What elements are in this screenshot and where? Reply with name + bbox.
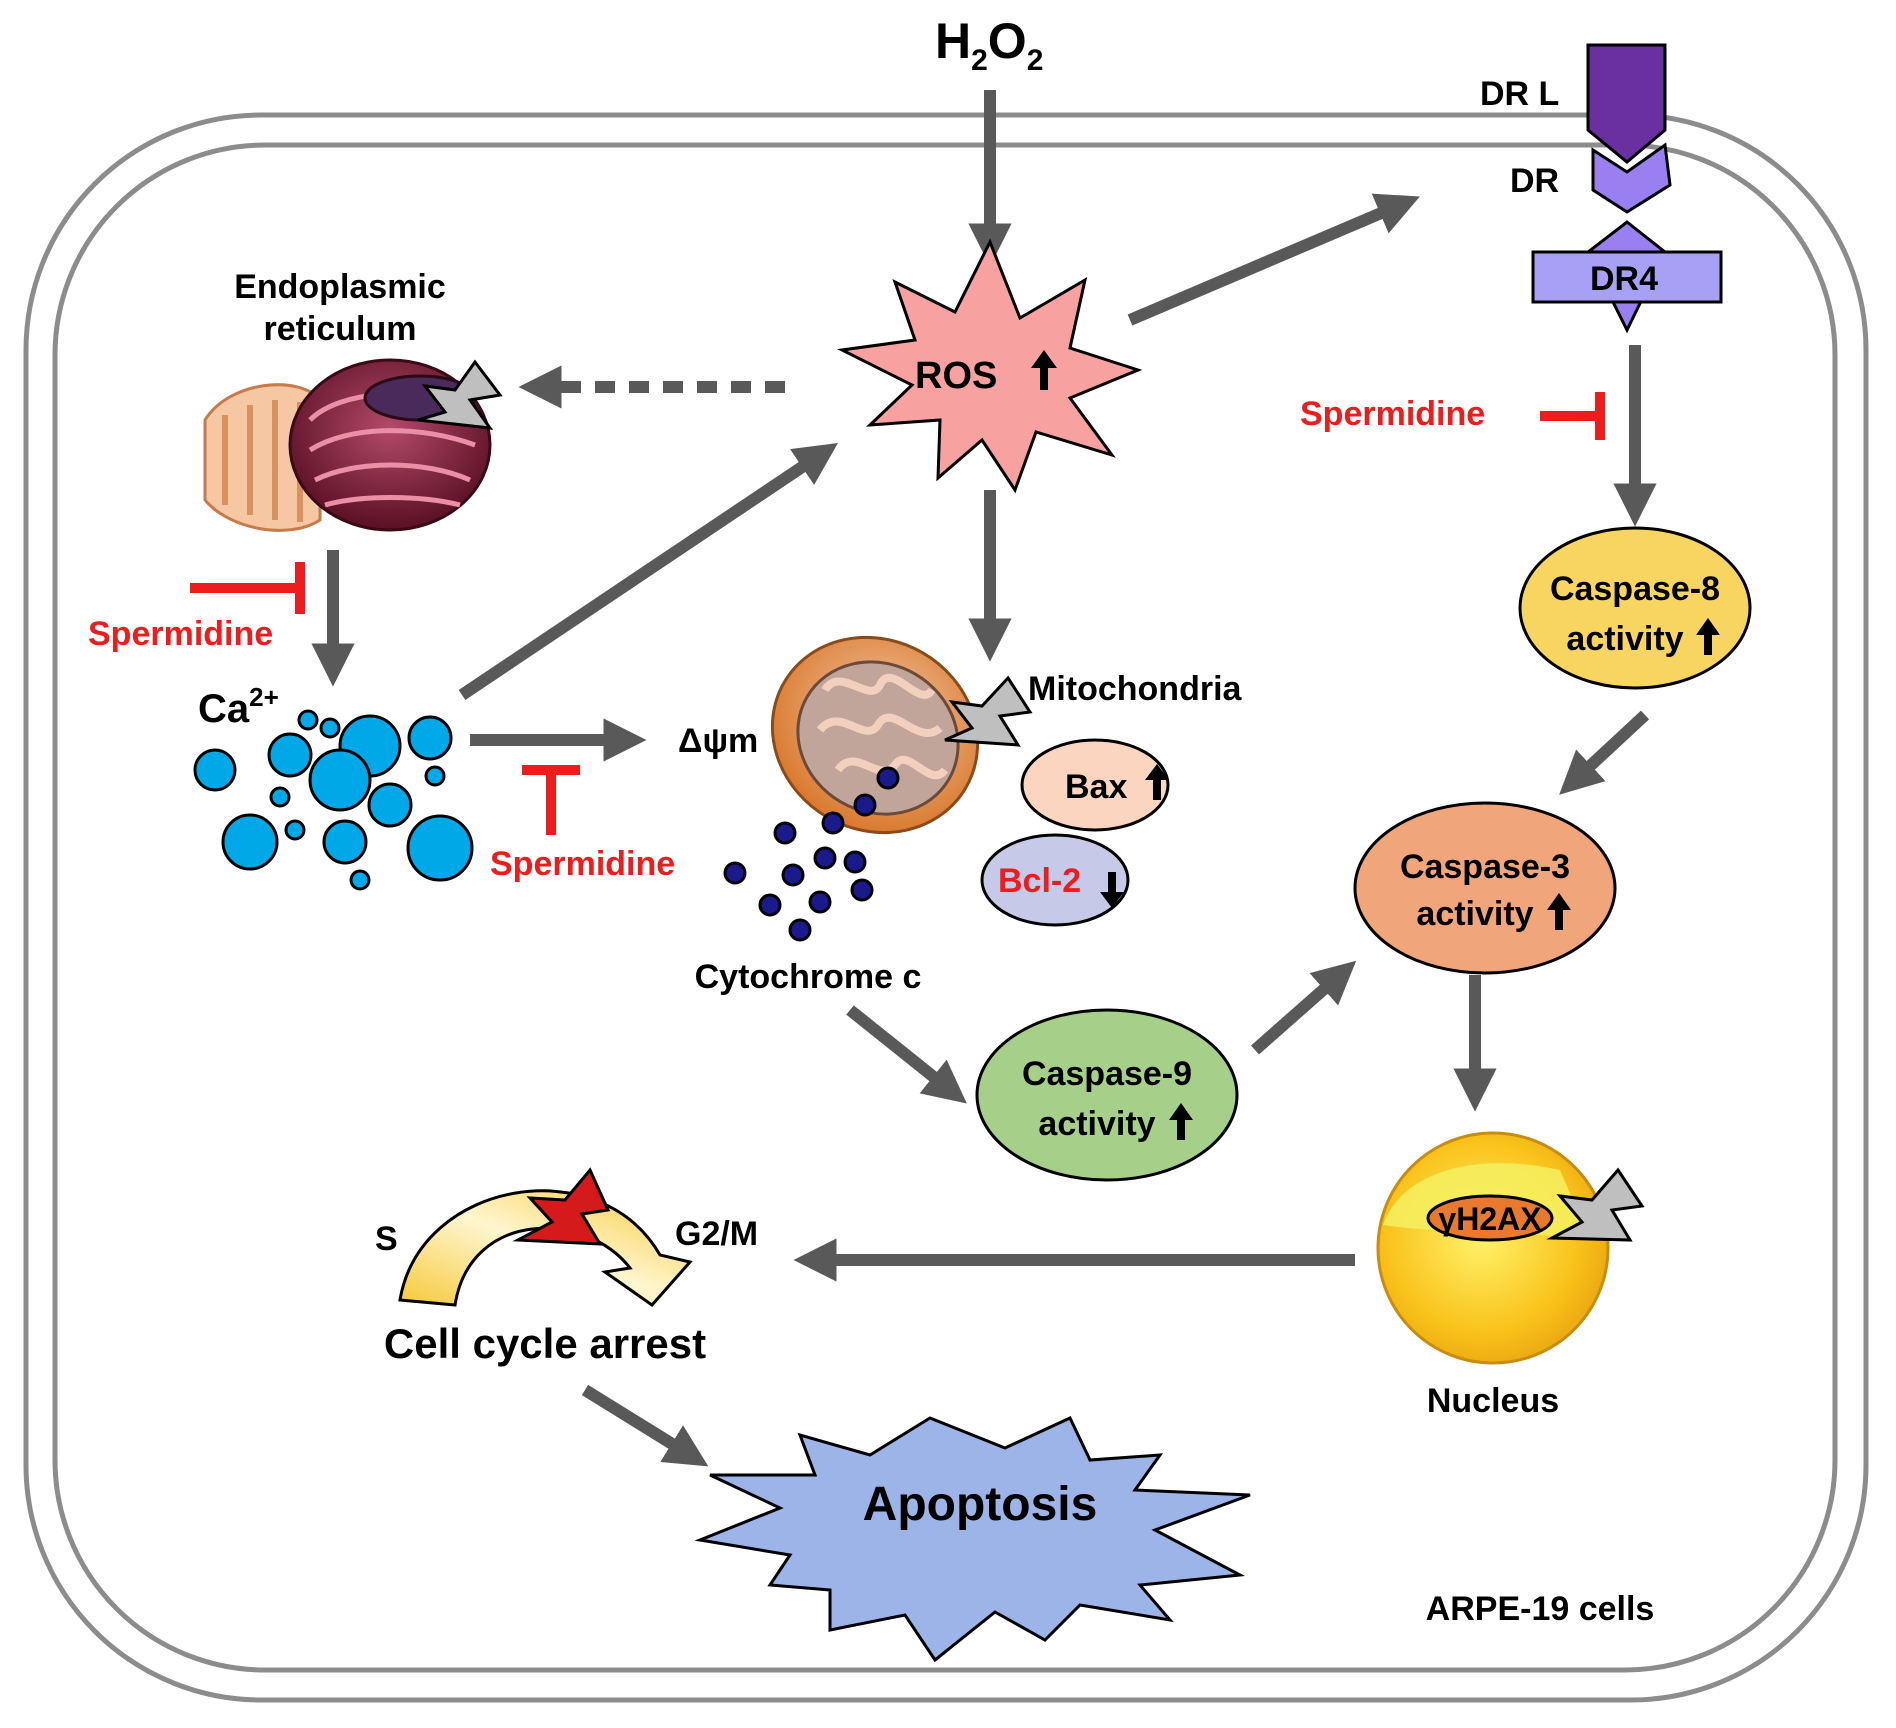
dr-label: DR xyxy=(1510,162,1559,200)
dpsi-label: Δψm xyxy=(678,722,758,760)
mito-damage-bolt-icon xyxy=(944,675,1033,747)
cell-type-label: ARPE-19 cells xyxy=(1426,1590,1655,1628)
nucleus-icon xyxy=(1376,1131,1610,1365)
spermidine-label-dr: Spermidine xyxy=(1300,395,1485,433)
bcl2-ellipse xyxy=(980,833,1130,927)
cytochrome-c-molecules xyxy=(723,766,900,942)
caspase9-label-line1: Caspase-9 xyxy=(1022,1055,1192,1093)
caspase9-ellipse xyxy=(975,1008,1239,1182)
arrow-ca-to-ros xyxy=(458,442,838,700)
cell-cycle-bolt-icon xyxy=(512,1167,611,1246)
caspase3-ellipse xyxy=(1353,801,1617,975)
ros-label: ROS xyxy=(915,355,997,397)
er-label-line2: reticulum xyxy=(263,310,416,348)
caspase3-label-line2: activity xyxy=(1416,895,1533,933)
apoptosis-label: Apoptosis xyxy=(863,1478,1098,1531)
apoptosis-burst xyxy=(694,1416,1251,1663)
inhibition-er-ca xyxy=(190,562,305,614)
caspase8-label-line2: activity xyxy=(1566,620,1683,658)
caspase8-label-line1: Caspase-8 xyxy=(1550,570,1720,608)
mitochondria-label: Mitochondria xyxy=(1028,670,1243,708)
cell-cycle-label: Cell cycle arrest xyxy=(384,1320,706,1367)
spermidine-label-mito: Spermidine xyxy=(490,845,675,883)
cytochrome-label: Cytochrome c xyxy=(695,958,922,996)
dr4-receptor xyxy=(1531,250,1723,304)
nucleus-damage-bolt-icon xyxy=(1546,1167,1645,1242)
death-receptor-chevron xyxy=(1591,142,1672,214)
er-damage-bolt-icon xyxy=(417,359,503,430)
cell-membrane-inner xyxy=(52,142,1838,1673)
calcium-ions xyxy=(193,709,474,891)
arrow-cyto-to-casp9 xyxy=(846,1005,967,1104)
bax-label: Bax xyxy=(1065,768,1127,806)
er-label-line1: Endoplasmic xyxy=(234,268,446,306)
drl-label: DR L xyxy=(1480,75,1559,113)
caspase8-ellipse xyxy=(1518,526,1752,690)
dr4-label: DR4 xyxy=(1590,260,1658,298)
arrow-ros-to-dr xyxy=(1127,193,1420,326)
bax-ellipse xyxy=(1020,738,1170,832)
inhibition-ca-mito xyxy=(522,765,580,835)
bax-up-icon xyxy=(1145,764,1169,800)
caspase3-label-line1: Caspase-3 xyxy=(1400,848,1570,886)
arrow-cellcycle-to-apoptosis xyxy=(581,1384,709,1467)
h2o2-label: H2O2 xyxy=(935,13,1043,77)
endoplasmic-reticulum-icon xyxy=(203,358,492,532)
spermidine-label-er: Spermidine xyxy=(88,615,273,653)
death-receptor-ligand xyxy=(1586,43,1667,164)
ros-up-icon xyxy=(1031,350,1057,390)
nucleus-label: Nucleus xyxy=(1427,1382,1559,1420)
cell-cycle-arc xyxy=(398,1189,693,1307)
arrow-casp9-to-casp3 xyxy=(1251,960,1357,1055)
caspase9-up-icon xyxy=(1169,1103,1193,1140)
inhibition-dr4-casp8 xyxy=(1540,392,1605,440)
caspase8-up-icon xyxy=(1696,618,1720,655)
g2m-label: G2/M xyxy=(675,1215,758,1253)
bcl2-label: Bcl-2 xyxy=(998,862,1081,900)
ros-burst xyxy=(836,238,1143,494)
caspase9-label-line2: activity xyxy=(1038,1105,1155,1143)
cell-membrane-outer xyxy=(23,112,1869,1703)
ca-label: Ca2+ xyxy=(198,682,279,731)
caspase3-up-icon xyxy=(1547,893,1571,930)
gh2ax-label: γH2AX xyxy=(1438,1201,1542,1237)
s-phase-label: S xyxy=(375,1220,398,1258)
bcl2-down-icon xyxy=(1100,872,1124,908)
arrow-casp8-to-casp3 xyxy=(1559,710,1650,795)
mitochondria-icon xyxy=(770,635,980,835)
